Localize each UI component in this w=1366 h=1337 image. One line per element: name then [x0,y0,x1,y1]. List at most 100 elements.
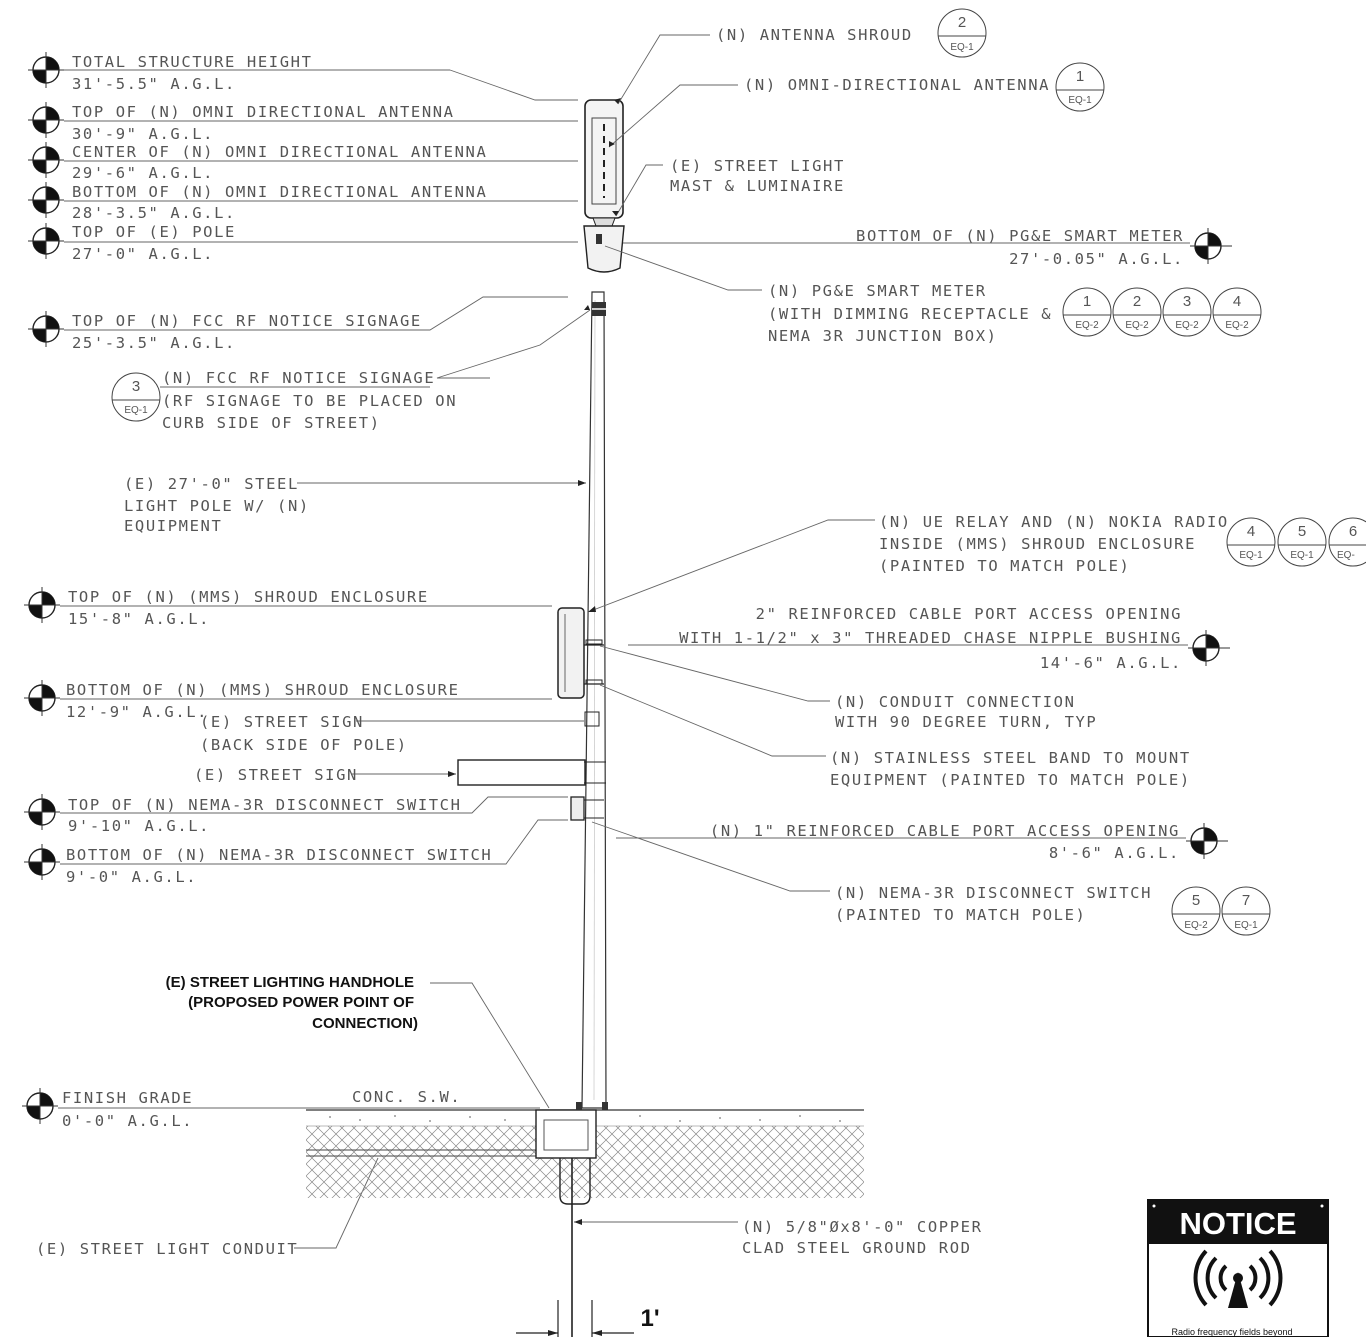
tag-ref: EQ-1 [1239,550,1263,561]
callout-street-sign-back: (E) STREET SIGN (BACK SIDE OF POLE) [200,713,406,754]
callout-text: (N) FCC RF NOTICE SIGNAGE [162,369,435,387]
detail-tag: 4 EQ-1 [1226,517,1276,567]
elevation-marker-top-mms: TOP OF (N) (MMS) SHROUD ENCLOSURE 15'-8"… [24,587,552,628]
callout-antenna-shroud: (N) ANTENNA SHROUD [716,26,913,44]
callout-text: CONC. S.W. [352,1088,461,1106]
pole-base-bolts [576,1102,608,1110]
callout-text: (N) NEMA-3R DISCONNECT SWITCH [835,884,1152,902]
rf-notice-sign: NOTICE Radio frequency fields beyond [1147,1199,1329,1337]
tag-number: 5 [1192,892,1200,909]
mms-shroud-enclosure [557,607,604,699]
callout-street-sign: (E) STREET SIGN [194,766,356,784]
detail-tag: 6 EQ- [1328,517,1366,567]
elevation-name: TOP OF (N) NEMA-3R DISCONNECT SWITCH [68,796,462,814]
callout-text: (N) CONDUIT CONNECTION [835,693,1076,711]
elevation-name: CENTER OF (N) OMNI DIRECTIONAL ANTENNA [72,143,487,161]
callout-text: CURB SIDE OF STREET) [162,414,381,432]
elevation-name: FINISH GRADE [62,1089,193,1107]
radio-waves-icon [1193,1249,1283,1308]
smart-meter [583,225,625,273]
elevation-name: BOTTOM OF (N) (MMS) SHROUD ENCLOSURE [66,681,460,699]
tag-number: 2 [958,14,966,31]
callout-text: (N) ANTENNA SHROUD [716,26,913,44]
tag-number: 6 [1349,523,1357,540]
elevation-value: 8'-6" A.G.L. [1049,844,1180,862]
street-sign-back [584,711,600,727]
elevation-name: TOTAL STRUCTURE HEIGHT [72,53,313,71]
callout-text: CLAD STEEL GROUND ROD [742,1239,972,1257]
callout-text: (PAINTED TO MATCH POLE) [879,557,1130,575]
tag-ref: EQ-2 [1125,320,1149,331]
tag-number: 1 [1083,293,1091,310]
tag-number: 7 [1242,892,1250,909]
tag-number: 1 [1076,68,1084,85]
callout-text: NEMA 3R JUNCTION BOX) [768,327,998,345]
light-pole [581,291,607,1109]
tag-ref: EQ-2 [1225,320,1249,331]
notice-body: Radio frequency fields beyond [1171,1327,1292,1337]
elevation-marker-top-nema: TOP OF (N) NEMA-3R DISCONNECT SWITCH 9'-… [24,794,568,835]
callout-nema-switch: (N) NEMA-3R DISCONNECT SWITCH (PAINTED T… [835,884,1152,924]
callout-fcc-signage: (N) FCC RF NOTICE SIGNAGE (RF SIGNAGE TO… [160,369,457,432]
elevation-name: TOP OF (E) POLE [72,223,236,241]
callout-text: (N) STAINLESS STEEL BAND TO MOUNT [830,749,1191,767]
elevation-marker-cable-port-2: 2" REINFORCED CABLE PORT ACCESS OPENING … [628,605,1230,672]
detail-tag: 3 EQ-2 [1162,287,1212,337]
elevation-name: BOTTOM OF (N) OMNI DIRECTIONAL ANTENNA [72,183,487,201]
detail-tag: 5 EQ-2 [1171,886,1221,936]
elevation-value: 9'-0" A.G.L. [66,868,197,886]
tag-ref: EQ-1 [950,42,974,53]
elevation-name: BOTTOM OF (N) NEMA-3R DISCONNECT SWITCH [66,846,492,864]
elevation-value: 0'-0" A.G.L. [62,1112,193,1130]
callout-text: LIGHT POLE W/ (N) [124,497,310,515]
callout-text: (RF SIGNAGE TO BE PLACED ON [162,392,457,410]
callout-ue-relay: (N) UE RELAY AND (N) NOKIA RADIO INSIDE … [879,513,1227,575]
elevation-name: 2" REINFORCED CABLE PORT ACCESS OPENING [756,605,1182,623]
detail-tag: 1 EQ-1 [1055,62,1105,112]
elevation-value: 9'-10" A.G.L. [68,817,210,835]
tag-ref: EQ-2 [1075,320,1099,331]
detail-tag: 2 EQ-2 [1112,287,1162,337]
callout-text: (N) 5/8"Øx8'-0" COPPER [742,1218,983,1236]
elevation-value: 12'-9" A.G.L. [66,703,208,721]
scale-dimension: 1' [516,1300,660,1337]
tag-ref: EQ-1 [1234,920,1258,931]
tag-number: 2 [1133,293,1141,310]
elevation-value: 15'-8" A.G.L. [68,610,210,628]
callout-text: EQUIPMENT (PAINTED TO MATCH POLE) [830,771,1191,789]
elevation-marker-cable-port-1: (N) 1" REINFORCED CABLE PORT ACCESS OPEN… [616,822,1228,862]
elevation-name: TOP OF (N) (MMS) SHROUD ENCLOSURE [68,588,429,606]
callout-conduit-connection: (N) CONDUIT CONNECTION WITH 90 DEGREE TU… [835,693,1096,731]
street-lighting-handhole [535,1109,597,1205]
tag-ref: EQ-2 [1175,320,1199,331]
tag-ref: EQ-2 [1184,920,1208,931]
fcc-rf-signage [592,302,606,316]
elevation-value: 28'-3.5" A.G.L. [72,204,236,222]
elevation-marker-center-omni: CENTER OF (N) OMNI DIRECTIONAL ANTENNA 2… [28,142,578,182]
elevation-marker-top-pole: TOP OF (E) POLE 27'-0" A.G.L. [28,223,578,263]
elevation-value: 31'-5.5" A.G.L. [72,75,236,93]
elevation-value: 25'-3.5" A.G.L. [72,334,236,352]
scale-label: 1' [640,1305,659,1332]
callout-text: (E) 27'-0" STEEL [124,475,299,493]
callout-text: (PAINTED TO MATCH POLE) [835,906,1086,924]
leader-lines [294,34,875,1249]
nema-disconnect-switch [570,796,604,821]
tag-number: 3 [132,378,140,395]
callout-text: EQUIPMENT [124,517,222,535]
detail-tag: 2 EQ-1 [937,8,987,58]
elevation-marker-top-omni: TOP OF (N) OMNI DIRECTIONAL ANTENNA 30'-… [28,102,578,143]
callout-text: (E) STREET SIGN [200,713,364,731]
elevation-value: 30'-9" A.G.L. [72,125,214,143]
callout-omni-antenna: (N) OMNI-DIRECTIONAL ANTENNA [744,76,1048,94]
elevation-marker-bottom-omni: BOTTOM OF (N) OMNI DIRECTIONAL ANTENNA 2… [28,182,578,222]
callout-stainless-band: (N) STAINLESS STEEL BAND TO MOUNT EQUIPM… [830,749,1191,789]
callout-text: MAST & LUMINAIRE [670,177,845,195]
elevation-name-line2: WITH 1-1/2" x 3" THREADED CHASE NIPPLE B… [679,629,1182,647]
elevation-name: TOP OF (N) OMNI DIRECTIONAL ANTENNA [72,103,455,121]
callout-smart-meter: (N) PG&E SMART METER (WITH DIMMING RECEP… [768,282,1051,345]
detail-tag: 1 EQ-2 [1062,287,1112,337]
elevation-value: 29'-6" A.G.L. [72,164,214,182]
elevation-name: TOP OF (N) FCC RF NOTICE SIGNAGE [72,312,422,330]
